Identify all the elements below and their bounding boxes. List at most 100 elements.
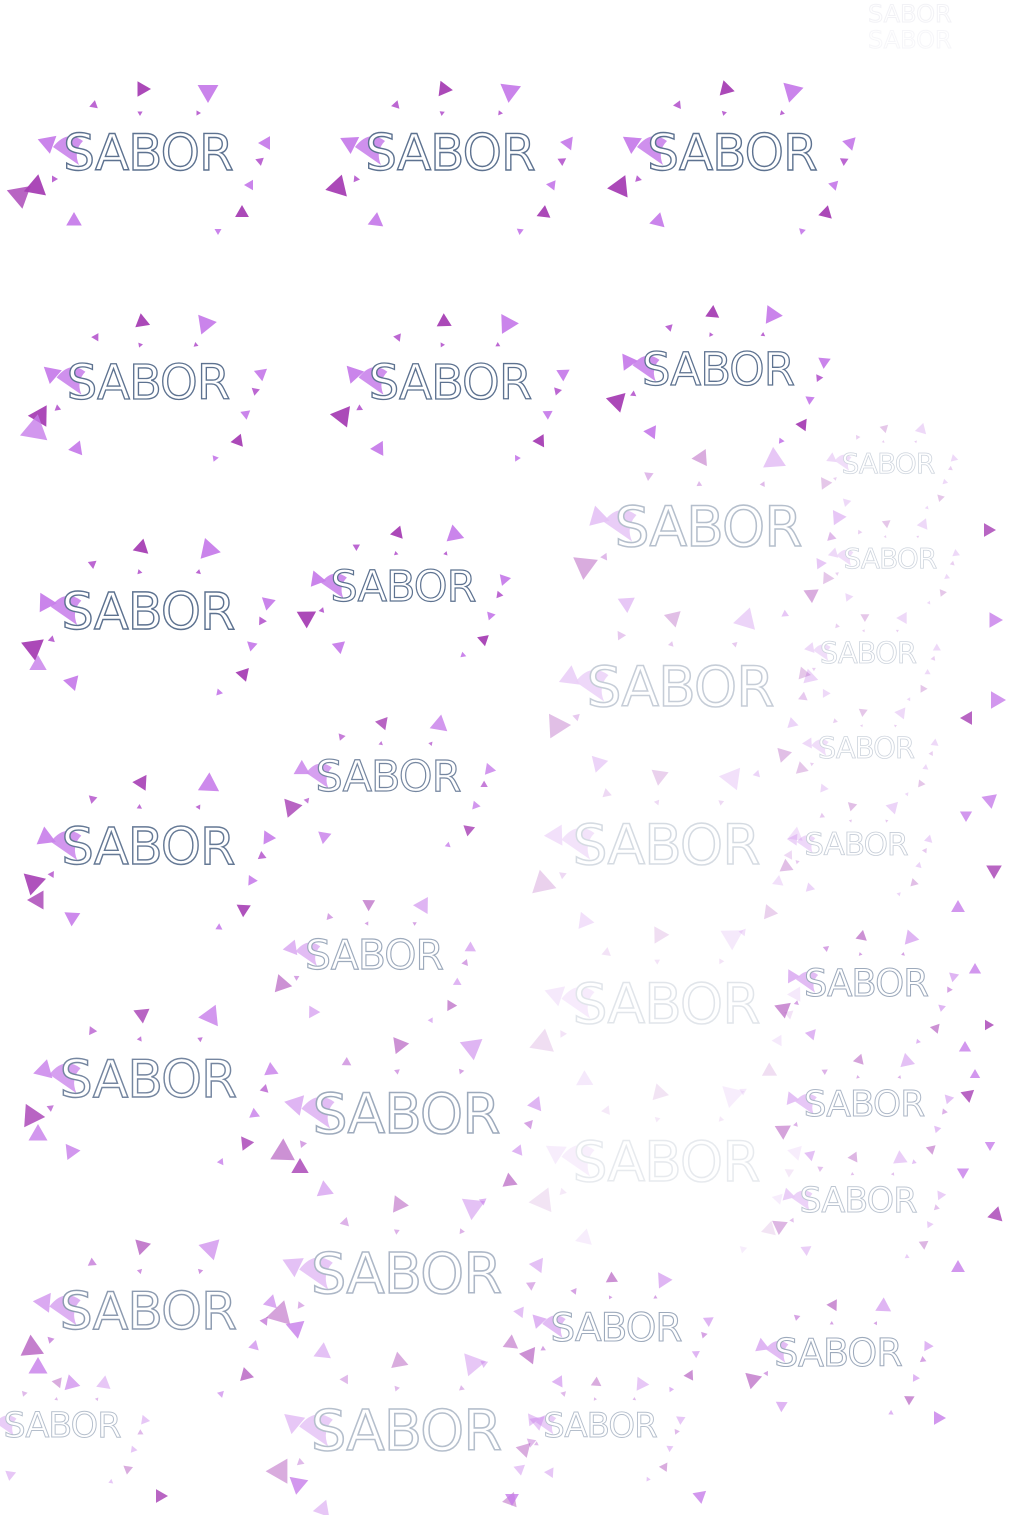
confetti-triangle-icon — [718, 767, 741, 790]
confetti-ring — [772, 1149, 947, 1258]
confetti-triangle-icon — [255, 157, 264, 166]
confetti-triangle-icon — [248, 1340, 259, 1351]
confetti-triangle-icon — [262, 1294, 277, 1309]
confetti-triangle-icon — [326, 913, 334, 921]
confetti-triangle-icon — [702, 1317, 714, 1327]
confetti-triangle-icon — [130, 1445, 138, 1453]
sabor-badge: SABOR — [817, 507, 963, 613]
confetti-triangle-icon — [946, 986, 953, 993]
confetti-triangle-icon — [968, 963, 982, 974]
confetti-triangle-icon — [760, 331, 766, 336]
confetti-triangle-icon — [900, 1052, 916, 1067]
confetti-swoosh-icon — [795, 1093, 818, 1115]
sabor-badge: SABOR — [512, 1363, 689, 1492]
confetti-triangle-icon — [370, 440, 384, 456]
confetti-triangle-icon — [63, 675, 79, 692]
confetti-triangle-icon — [787, 968, 801, 984]
confetti-triangle-icon — [480, 1360, 489, 1368]
confetti-triangle-icon — [352, 544, 361, 552]
confetti-triangle-icon — [691, 1350, 700, 1359]
confetti-triangle-icon — [549, 713, 572, 738]
confetti-triangle-icon — [197, 1269, 203, 1275]
confetti-triangle-icon — [240, 410, 251, 420]
sabor-word: SABOR — [312, 1081, 501, 1146]
confetti-triangle-icon — [560, 1029, 567, 1038]
confetti-triangle-icon — [137, 804, 143, 809]
confetti-triangle-icon — [890, 1171, 895, 1176]
confetti-ring — [798, 611, 941, 702]
confetti-triangle-icon — [803, 641, 815, 653]
confetti-triangle-icon — [282, 1257, 305, 1277]
confetti-triangle-icon — [922, 848, 928, 854]
confetti-triangle-icon — [316, 1179, 334, 1196]
confetti-triangle-icon — [46, 1105, 54, 1113]
confetti-ring — [528, 1082, 802, 1253]
sabor-badge: SABOR — [523, 903, 809, 1112]
sabor-word: SABOR — [59, 1050, 238, 1111]
confetti-triangle-icon — [156, 1489, 168, 1503]
confetti-triangle-icon — [569, 1287, 577, 1295]
confetti-triangle-icon — [752, 769, 760, 777]
confetti-ring — [23, 1004, 279, 1166]
confetti-ring — [275, 897, 477, 1024]
sabor-badge: SABOR — [260, 1172, 551, 1385]
confetti-swoosh-icon — [797, 835, 816, 854]
confetti-triangle-icon — [795, 418, 807, 431]
sabor-word: SABOR — [315, 752, 462, 803]
confetti-triangle-icon — [821, 1069, 829, 1075]
confetti-triangle-icon — [657, 1272, 673, 1289]
confetti-triangle-icon — [96, 1374, 111, 1389]
confetti-triangle-icon — [948, 465, 953, 470]
confetti-triangle-icon — [487, 611, 496, 621]
confetti-triangle-icon — [459, 1038, 483, 1060]
confetti-swoosh-icon — [49, 1063, 81, 1094]
confetti-triangle-icon — [533, 1441, 539, 1446]
confetti-triangle-icon — [800, 1245, 812, 1256]
confetti-triangle-icon — [795, 860, 801, 865]
confetti-triangle-icon — [239, 1367, 254, 1382]
confetti-triangle-icon — [895, 629, 899, 633]
confetti-triangle-icon — [665, 323, 673, 332]
confetti-triangle-icon — [248, 1107, 260, 1118]
confetti-triangle-icon — [284, 1413, 306, 1434]
confetti-triangle-icon — [801, 737, 812, 749]
confetti-swoosh-icon — [321, 573, 348, 599]
confetti-triangle-icon — [668, 1386, 674, 1393]
confetti-triangle-icon — [858, 951, 863, 956]
sabor-badge: SABOR — [523, 1061, 809, 1270]
confetti-triangle-icon — [270, 1137, 295, 1160]
confetti-triangle-icon — [895, 611, 907, 624]
sabor-badge: SABOR — [739, 1283, 937, 1427]
confetti-triangle-icon — [460, 651, 467, 658]
confetti-triangle-icon — [21, 1390, 28, 1397]
confetti-triangle-icon — [283, 939, 298, 956]
confetti-triangle-icon — [444, 841, 451, 848]
confetti-triangle-icon — [285, 1320, 305, 1339]
sabor-word: SABOR — [803, 961, 929, 1005]
confetti-triangle-icon — [6, 186, 31, 209]
confetti-triangle-icon — [630, 390, 637, 396]
sabor-badge: SABOR — [13, 984, 283, 1182]
confetti-triangle-icon — [459, 1227, 466, 1234]
confetti-triangle-icon — [834, 623, 840, 629]
confetti-triangle-icon — [787, 986, 801, 1002]
confetti-triangle-icon — [558, 664, 580, 685]
confetti-triangle-icon — [275, 974, 293, 993]
confetti-triangle-icon — [309, 1005, 321, 1019]
confetti-triangle-icon — [745, 1372, 763, 1389]
confetti-ring — [27, 313, 268, 462]
confetti-triangle-icon — [259, 1084, 269, 1093]
confetti-triangle-icon — [244, 179, 253, 191]
confetti-triangle-icon — [480, 780, 488, 788]
confetti-triangle-icon — [529, 1257, 544, 1273]
confetti-triangle-icon — [200, 538, 222, 559]
confetti-triangle-icon — [950, 453, 959, 462]
confetti-swoosh-icon — [299, 1256, 334, 1290]
confetti-swoosh-icon — [791, 1189, 813, 1210]
confetti-triangle-icon — [47, 1336, 55, 1344]
confetti-triangle-icon — [515, 454, 521, 462]
confetti-triangle-icon — [364, 921, 369, 926]
confetti-swoosh-icon — [637, 136, 667, 165]
sabor-word: SABOR — [804, 826, 909, 863]
